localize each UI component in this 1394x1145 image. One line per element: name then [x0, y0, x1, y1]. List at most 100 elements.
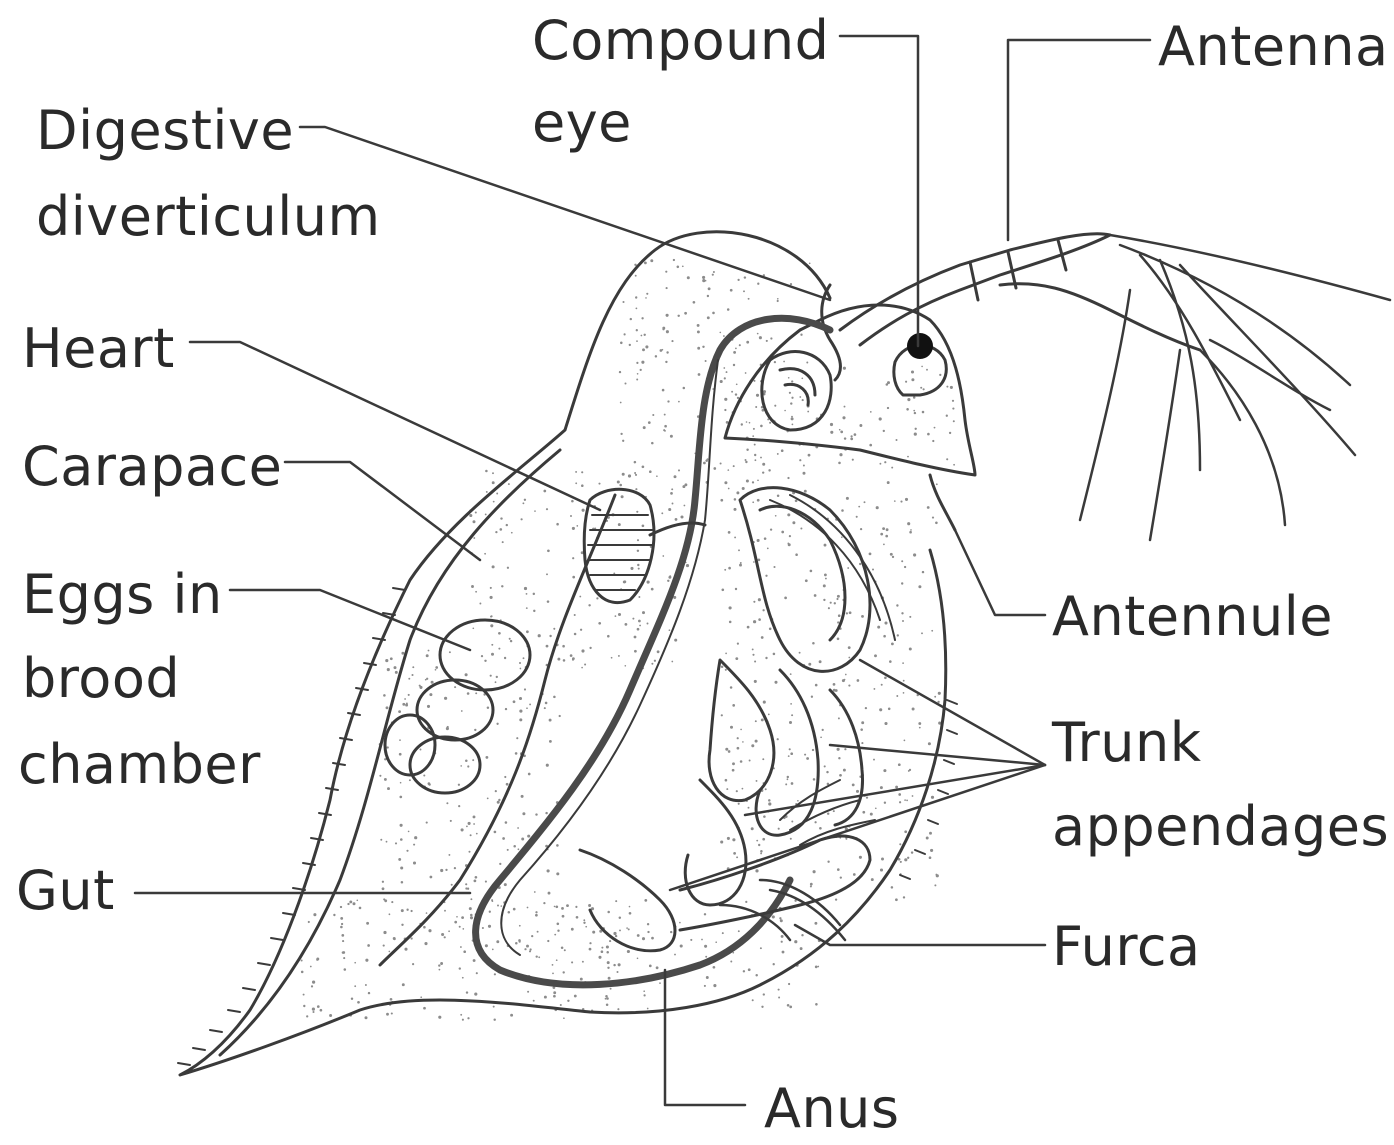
carapace-spinule	[283, 913, 295, 915]
stipple-dot	[768, 714, 770, 716]
stipple-dot	[926, 837, 929, 840]
stipple-dot	[703, 462, 706, 465]
stipple-dot	[810, 883, 813, 886]
stipple-dot	[505, 708, 507, 710]
stipple-dot	[487, 707, 489, 709]
stipple-dot	[721, 666, 724, 669]
stipple-dot	[668, 508, 671, 511]
stipple-dot	[838, 462, 841, 465]
stipple-dot	[428, 782, 431, 785]
stipple-dot	[887, 481, 890, 484]
stipple-dot	[946, 458, 948, 460]
stipple-dot	[399, 753, 402, 756]
stipple-dot	[704, 985, 706, 987]
stipple-dot	[517, 827, 519, 829]
stipple-dot	[649, 470, 652, 473]
stipple-dot	[952, 408, 954, 410]
stipple-dot	[450, 820, 452, 822]
stipple-dot	[702, 346, 704, 348]
stipple-dot	[313, 913, 316, 916]
stipple-dot	[810, 570, 813, 573]
stipple-dot	[476, 972, 478, 974]
shell-gland	[740, 488, 870, 672]
stipple-dot	[844, 748, 846, 750]
stipple-dot	[420, 996, 422, 998]
stipple-dot	[484, 660, 486, 662]
stipple-dot	[656, 475, 658, 477]
stipple-dot	[482, 927, 484, 929]
stipple-dot	[733, 364, 735, 366]
stipple-dot	[474, 993, 477, 996]
stipple-dot	[730, 726, 733, 729]
stipple-dot	[583, 922, 585, 924]
stipple-dot	[479, 603, 481, 605]
stipple-dot	[535, 813, 537, 815]
stipple-dot	[526, 630, 529, 633]
stipple-dot	[839, 774, 842, 777]
stipple-dot	[856, 790, 859, 793]
stipple-dot	[635, 488, 637, 490]
stipple-dot	[505, 821, 508, 824]
stipple-dot	[748, 968, 751, 971]
stipple-dot	[408, 694, 410, 696]
stipple-dot	[746, 448, 748, 450]
stipple-dot	[543, 902, 545, 904]
label-carapace: Carapace	[22, 440, 282, 494]
stipple-dot	[749, 760, 751, 762]
stipple-dot	[790, 752, 793, 755]
stipple-dot	[760, 457, 762, 459]
stipple-dot	[383, 694, 386, 697]
stipple-dot	[749, 422, 751, 424]
stipple-dot	[923, 388, 925, 390]
stipple-dot	[757, 479, 759, 481]
stipple-dot	[753, 561, 755, 563]
stipple-dot	[760, 852, 762, 854]
stipple-dot	[827, 812, 829, 814]
stipple-dot	[752, 654, 754, 656]
stipple-dot	[763, 390, 766, 393]
stipple-dot	[549, 719, 552, 722]
stipple-dot	[946, 415, 948, 417]
stipple-dot	[609, 940, 611, 942]
stipple-dot	[420, 749, 422, 751]
stipple-dot	[909, 769, 911, 771]
stipple-dot	[576, 916, 579, 919]
stipple-dot	[493, 501, 495, 503]
stipple-dot	[934, 696, 936, 698]
stipple-dot	[730, 686, 733, 689]
stipple-dot	[684, 312, 687, 315]
stipple-dot	[787, 776, 789, 778]
stipple-dot	[733, 351, 736, 354]
stipple-dot	[721, 588, 724, 591]
stipple-dot	[883, 635, 886, 638]
stipple-dot	[497, 905, 499, 907]
stipple-dot	[887, 381, 890, 384]
stipple-dot	[618, 963, 621, 966]
stipple-dot	[533, 1000, 535, 1002]
stipple-dot	[441, 933, 444, 936]
stipple-dot	[428, 929, 431, 932]
stipple-dot	[732, 838, 735, 841]
stipple-dot	[894, 500, 896, 502]
stipple-dot	[643, 426, 646, 429]
stipple-dot	[475, 692, 477, 694]
stipple-dot	[697, 324, 700, 327]
stipple-dot	[648, 421, 651, 424]
stipple-dot	[642, 611, 645, 614]
stipple-dot	[705, 956, 707, 958]
stipple-dot	[404, 698, 406, 700]
trunk-appendage-1	[709, 660, 774, 801]
stipple-dot	[400, 838, 403, 841]
stipple-dot	[460, 1014, 462, 1016]
label-antennule: Antennule	[1052, 590, 1333, 644]
stipple-dot	[755, 720, 757, 722]
stipple-dot	[678, 401, 680, 403]
stipple-dot	[317, 1005, 320, 1008]
stipple-dot	[667, 580, 669, 582]
stipple-dot	[730, 961, 732, 963]
stipple-dot	[572, 576, 575, 579]
stipple-dot	[575, 482, 577, 484]
stipple-dot	[853, 873, 856, 876]
label-digestive-line2: diverticulum	[36, 190, 381, 244]
stipple-dot	[720, 840, 723, 843]
